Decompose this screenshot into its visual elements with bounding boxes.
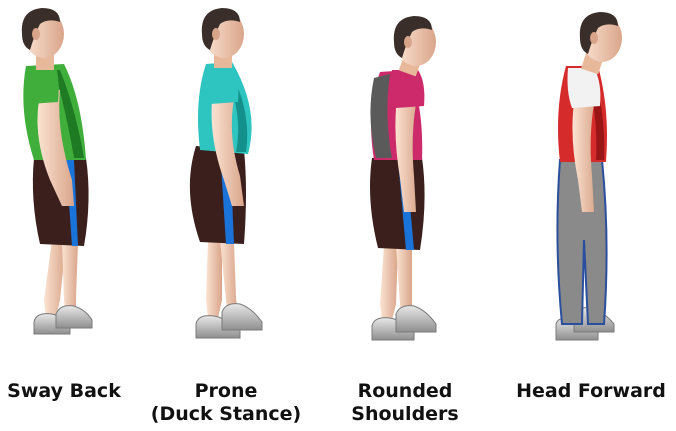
ear xyxy=(404,36,412,48)
ear xyxy=(590,32,598,44)
sleeve xyxy=(392,70,425,108)
caption-line: Rounded xyxy=(340,380,470,403)
ear xyxy=(212,28,220,40)
caption-sway-back: Sway Back xyxy=(4,380,124,403)
ear xyxy=(32,28,40,40)
caption-line: (Duck Stance) xyxy=(146,403,306,426)
leg-back xyxy=(380,246,398,320)
shoe-front xyxy=(56,306,92,328)
caption-line: Prone xyxy=(146,380,306,403)
caption-line: Head Forward xyxy=(510,380,672,403)
caption-rounded-shoulders: Rounded Shoulders xyxy=(340,380,470,426)
sleeve xyxy=(25,68,59,104)
figure-prone xyxy=(190,8,262,338)
caption-line: Sway Back xyxy=(4,380,124,403)
posture-figures-svg xyxy=(0,0,676,360)
shorts xyxy=(370,158,425,250)
caption-prone: Prone (Duck Stance) xyxy=(146,380,306,426)
sleeve xyxy=(206,66,238,104)
leg-back xyxy=(206,240,222,318)
caption-head-forward: Head Forward xyxy=(510,380,672,403)
figure-rounded-shoulders xyxy=(370,16,436,340)
figure-head-forward xyxy=(556,12,622,340)
caption-line: Shoulders xyxy=(340,403,470,426)
shoe-front xyxy=(396,306,436,332)
figure-sway-back xyxy=(22,8,92,334)
shoe-front xyxy=(222,304,262,330)
sleeve xyxy=(568,68,601,108)
